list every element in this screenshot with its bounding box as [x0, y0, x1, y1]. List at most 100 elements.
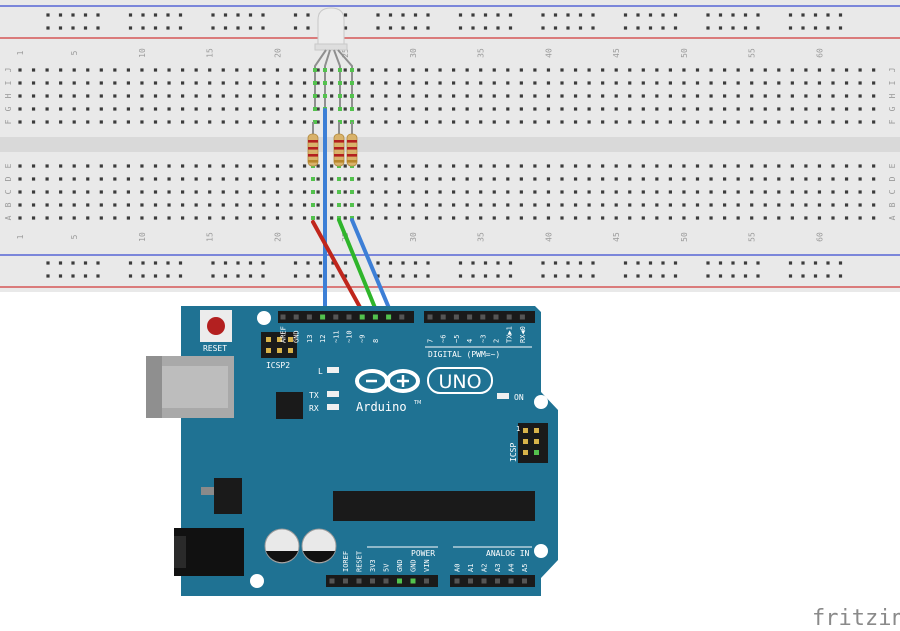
breadboard-hole	[709, 164, 713, 168]
rail-hole	[306, 26, 310, 30]
breadboard-hole	[668, 68, 672, 72]
rail-hole	[96, 274, 100, 278]
breadboard-hole	[790, 68, 794, 72]
column-number: 15	[206, 48, 215, 58]
connected-hole	[311, 216, 315, 220]
breadboard-hole	[194, 94, 198, 98]
rail-hole	[58, 274, 63, 278]
breadboard-hole	[424, 216, 429, 220]
rail-hole	[58, 26, 63, 30]
blue-wire[interactable]	[350, 218, 396, 322]
row-letter: I	[4, 80, 13, 85]
connected-hole	[350, 94, 354, 98]
breadboard-hole	[844, 94, 849, 98]
breadboard-hole	[221, 107, 225, 111]
breadboard-hole	[113, 190, 117, 194]
breadboard-hole	[641, 164, 645, 168]
rail-hole	[248, 274, 253, 278]
column-number: 5	[70, 50, 79, 55]
breadboard-hole	[709, 94, 713, 98]
breadboard-hole	[763, 216, 767, 220]
breadboard-hole	[140, 81, 144, 85]
rail-hole	[496, 261, 500, 265]
column-number: 45	[612, 232, 621, 242]
breadboard-hole	[302, 203, 307, 207]
breadboard-hole	[506, 107, 510, 111]
breadboard-hole	[790, 216, 794, 220]
breadboard-hole	[628, 177, 632, 181]
breadboard-hole	[492, 190, 496, 194]
header-pin	[534, 428, 539, 433]
breadboard-hole	[479, 164, 483, 168]
red-wire[interactable]	[311, 220, 369, 322]
breadboard-hole	[45, 177, 49, 181]
rail-hole	[801, 274, 805, 278]
breadboard-hole	[844, 177, 849, 181]
breadboard-hole	[262, 94, 266, 98]
rail-hole	[413, 261, 418, 265]
rail-hole	[293, 13, 298, 17]
breadboard-hole	[492, 203, 496, 207]
connected-hole	[311, 203, 315, 207]
breadboard-hole	[59, 81, 63, 85]
breadboard-hole	[302, 164, 307, 168]
reset-button-cap[interactable]	[207, 317, 225, 335]
breadboard-hole	[221, 216, 225, 220]
rail-hole	[413, 274, 418, 278]
breadboard-hole	[452, 216, 456, 220]
breadboard-hole	[506, 190, 510, 194]
icsp-pin1-mark: 1	[516, 425, 520, 433]
breadboard-hole	[614, 94, 618, 98]
resistor[interactable]	[333, 122, 345, 167]
connected-hole	[337, 177, 341, 181]
breadboard-hole	[682, 190, 686, 194]
breadboard-hole	[587, 68, 591, 72]
rail-hole	[293, 26, 298, 30]
breadboard-hole	[790, 190, 794, 194]
rail-hole	[71, 13, 75, 17]
breadboard-hole	[777, 107, 781, 111]
breadboard-hole	[858, 177, 862, 181]
breadboard-hole	[86, 120, 90, 124]
green-wire[interactable]	[337, 218, 382, 322]
breadboard-hole	[560, 177, 564, 181]
breadboard-hole	[831, 120, 835, 124]
rail-hole	[801, 26, 805, 30]
resistor[interactable]	[346, 122, 358, 167]
breadboard-hole	[194, 68, 198, 72]
rail-hole	[58, 261, 63, 265]
breadboard-hole	[641, 68, 645, 72]
rail-hole	[376, 13, 380, 17]
breadboard-hole	[45, 120, 49, 124]
breadboard-hole	[99, 107, 103, 111]
breadboard-hole	[208, 190, 212, 194]
breadboard-hole	[844, 68, 849, 72]
breadboard-hole	[492, 164, 496, 168]
resistor[interactable]	[307, 122, 319, 167]
breadboard-hole	[533, 190, 537, 194]
rail-hole	[458, 261, 463, 265]
breadboard-hole	[614, 203, 618, 207]
breadboard-hole	[384, 177, 388, 181]
breadboard-hole	[872, 190, 876, 194]
rail-hole	[838, 13, 843, 17]
breadboard-hole	[18, 120, 22, 124]
usb-port-face	[162, 366, 228, 408]
breadboard-hole	[370, 68, 374, 72]
breadboard-hole	[208, 203, 212, 207]
breadboard-hole	[628, 203, 632, 207]
digital-pin-label: 8	[372, 339, 380, 343]
breadboard-hole	[506, 203, 510, 207]
breadboard-hole	[86, 164, 90, 168]
breadboard-hole	[736, 177, 740, 181]
breadboard-hole	[384, 68, 388, 72]
breadboard-hole	[411, 190, 415, 194]
breadboard-hole	[181, 190, 185, 194]
breadboard-hole	[86, 190, 90, 194]
breadboard-hole	[194, 164, 198, 168]
breadboard-hole	[804, 120, 808, 124]
breadboard-hole	[844, 120, 849, 124]
rail-hole	[318, 261, 323, 265]
breadboard-hole	[519, 177, 523, 181]
